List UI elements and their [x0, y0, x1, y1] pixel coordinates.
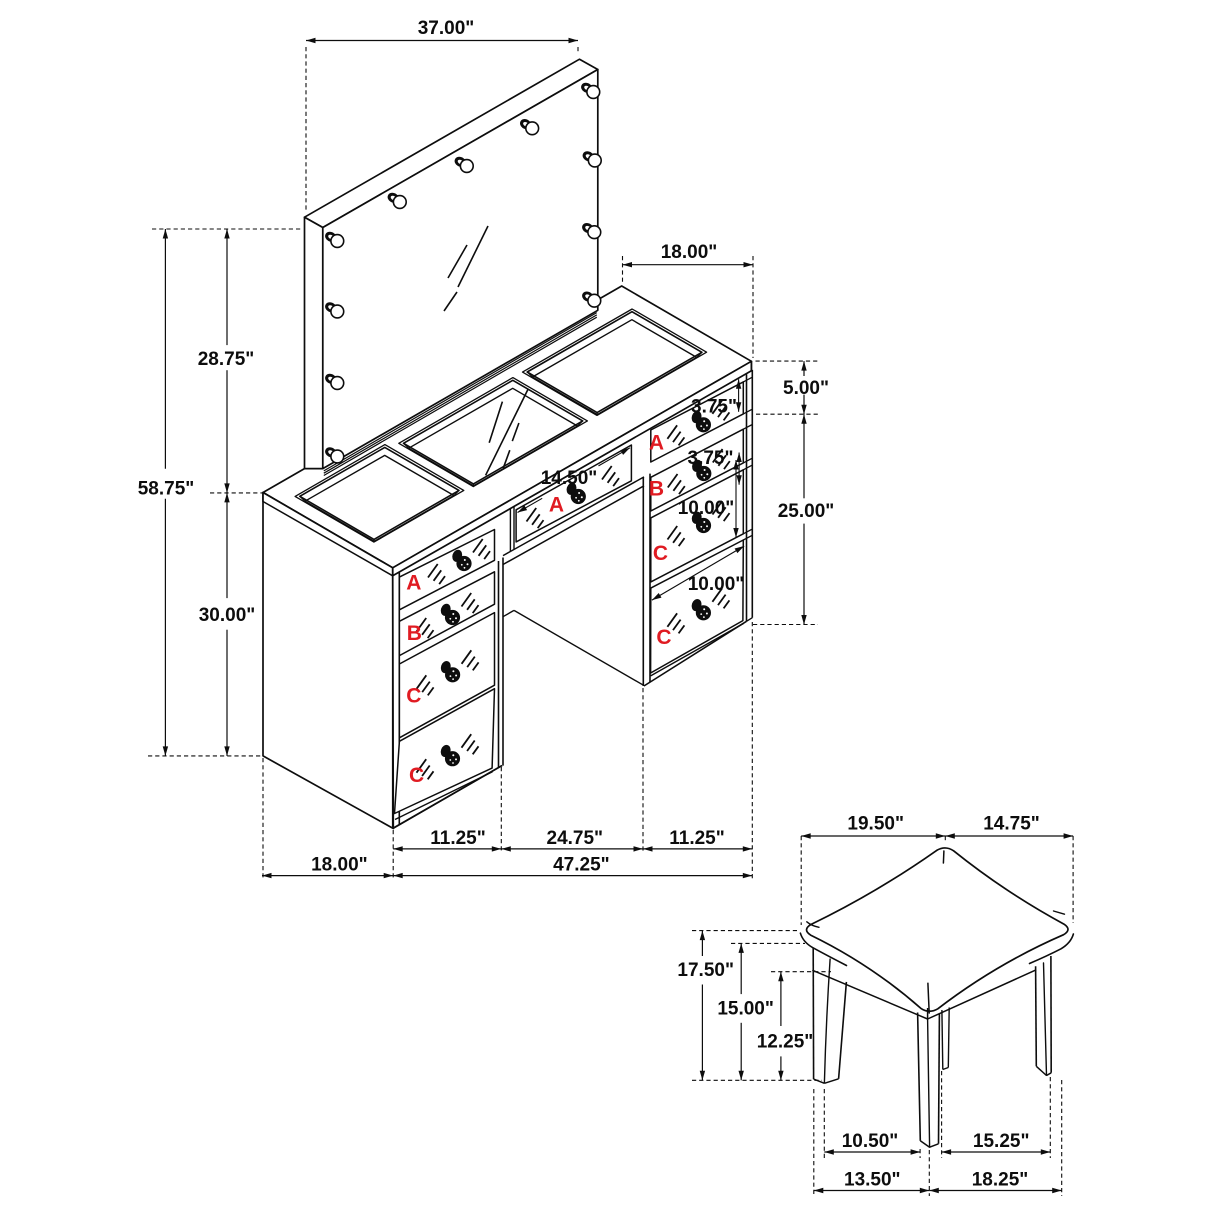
svg-text:19.50": 19.50"	[847, 814, 904, 835]
svg-text:30.00": 30.00"	[199, 605, 256, 626]
svg-text:A: A	[649, 432, 664, 455]
svg-text:C: C	[656, 626, 671, 649]
svg-text:28.75": 28.75"	[198, 349, 255, 370]
svg-text:3.75": 3.75"	[691, 397, 737, 418]
svg-text:58.75": 58.75"	[138, 479, 195, 500]
svg-text:25.00": 25.00"	[778, 501, 835, 522]
svg-text:37.00": 37.00"	[418, 18, 475, 39]
svg-text:15.25": 15.25"	[973, 1131, 1030, 1152]
svg-text:B: B	[649, 477, 664, 500]
svg-text:18.25": 18.25"	[972, 1169, 1029, 1190]
svg-text:11.25": 11.25"	[669, 828, 725, 849]
svg-text:15.00": 15.00"	[717, 999, 774, 1020]
svg-text:A: A	[549, 493, 564, 516]
svg-text:3.75": 3.75"	[688, 448, 734, 469]
svg-text:B: B	[407, 622, 422, 645]
svg-text:C: C	[409, 764, 424, 787]
svg-text:13.50": 13.50"	[844, 1169, 901, 1190]
svg-text:17.50": 17.50"	[677, 960, 734, 981]
svg-text:A: A	[406, 572, 421, 595]
svg-text:14.50": 14.50"	[541, 468, 598, 489]
svg-text:24.75": 24.75"	[547, 828, 604, 849]
svg-text:47.25": 47.25"	[553, 855, 610, 876]
svg-text:12.25": 12.25"	[757, 1032, 814, 1053]
svg-text:18.00": 18.00"	[661, 242, 718, 263]
svg-text:14.75": 14.75"	[983, 814, 1040, 835]
svg-text:11.25": 11.25"	[430, 828, 486, 849]
svg-text:10.00": 10.00"	[688, 574, 745, 595]
svg-text:10.50": 10.50"	[842, 1131, 899, 1152]
svg-text:C: C	[406, 684, 421, 707]
svg-text:5.00": 5.00"	[783, 378, 829, 399]
svg-text:C: C	[653, 542, 668, 565]
svg-text:10.00": 10.00"	[678, 498, 735, 519]
svg-text:18.00": 18.00"	[311, 855, 368, 876]
